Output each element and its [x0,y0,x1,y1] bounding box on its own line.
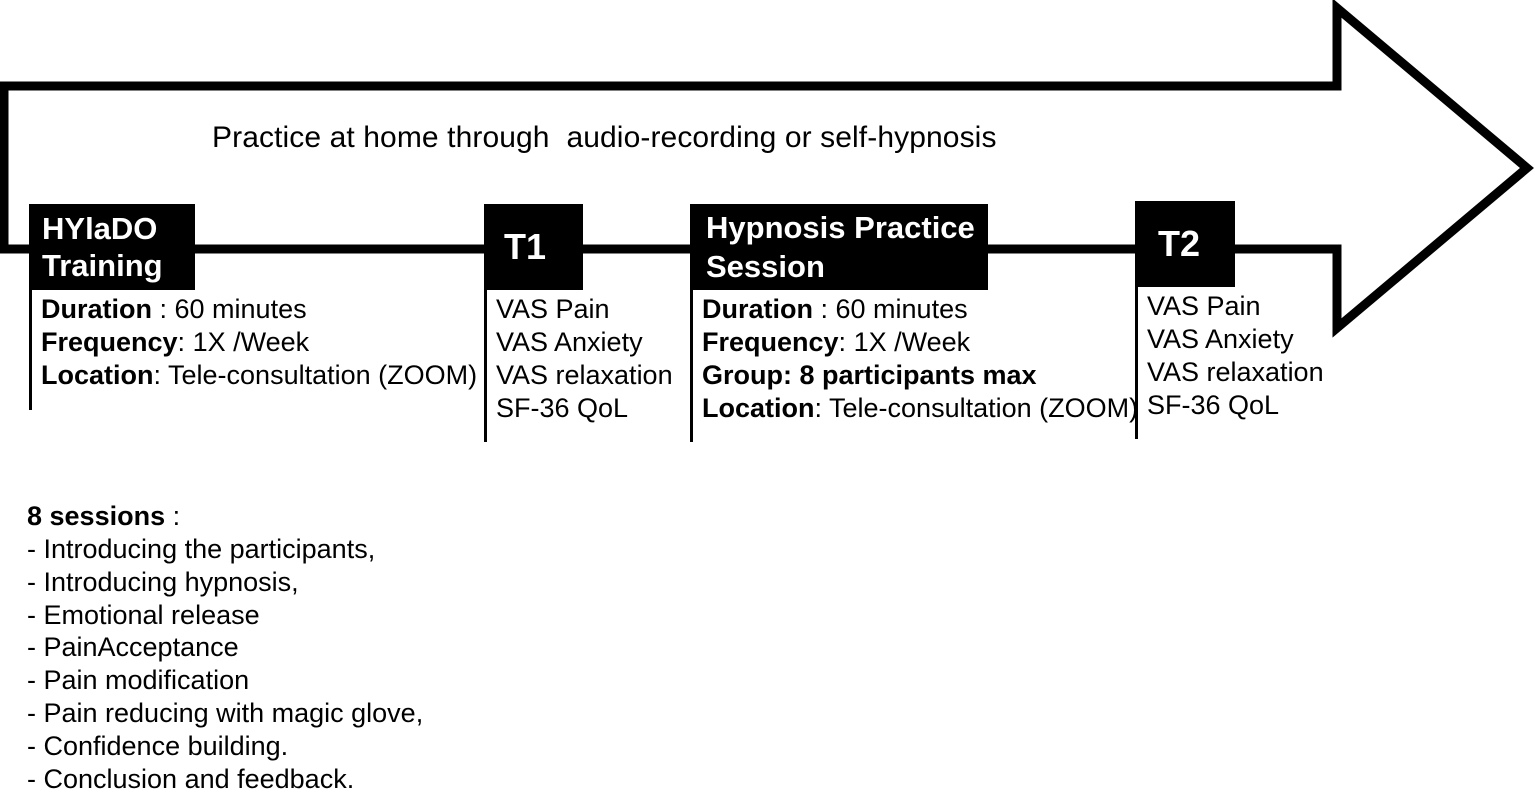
detail-sep: : [813,294,836,324]
detail-row: Frequency: 1X /Week [702,326,1130,359]
milestone-t2[interactable]: T2 VAS Pain VAS Anxiety VAS relaxation S… [1135,201,1345,439]
detail-label: Frequency [702,327,839,357]
milestone-header-hylado-training: HYlaDO Training [29,204,195,290]
milestone-body-hypnosis-practice-session: Duration : 60 minutes Frequency: 1X /Wee… [690,290,1138,442]
detail-row: VAS Pain [496,294,610,324]
detail-row: VAS Pain [1147,291,1261,321]
milestone-hypnosis-practice-session[interactable]: Hypnosis Practice Session Duration : 60 … [690,204,1138,442]
milestone-body-t1: VAS Pain VAS Anxiety VAS relaxation SF-3… [484,290,694,442]
milestone-body-t2: VAS Pain VAS Anxiety VAS relaxation SF-3… [1135,287,1345,439]
detail-row: SF-36 QoL [1147,390,1280,420]
detail-row: Duration : 60 minutes [41,293,459,326]
milestone-header-t2: T2 [1135,201,1235,287]
list-item: - Conclusion and feedback. [27,763,355,792]
milestone-header-label: T1 [504,226,547,267]
detail-value: Tele-consultation (ZOOM) [168,360,478,390]
list-item: - Emotional release [27,599,260,630]
timeline-rule-3 [982,245,1139,252]
detail-label: Duration [702,294,813,324]
milestone-header-label: HYlaDO Training [42,211,163,283]
list-item: - Pain modification [27,665,250,696]
detail-sep: : [838,327,854,357]
list-item: - Introducing hypnosis, [27,566,299,597]
sessions-count-label: 8 sessions [27,501,166,531]
timeline-rule-2 [578,245,696,252]
timeline-rule-4 [1230,245,1340,252]
sessions-title-suffix: : [165,501,181,531]
list-item: - Pain reducing with magic glove, [27,697,424,728]
milestone-header-t1: T1 [484,204,583,290]
detail-row: Location: Tele-consultation (ZOOM) [702,392,1138,425]
arrow-caption: Practice at home through audio-recording… [212,121,997,154]
milestone-header-hypnosis-practice-session: Hypnosis Practice Session [690,204,988,290]
detail-label: Location [41,360,154,390]
sessions-list: 8 sessions : - Introducing the participa… [27,500,627,792]
milestone-t1[interactable]: T1 VAS Pain VAS Anxiety VAS relaxation S… [484,204,694,442]
detail-row: Frequency: 1X /Week [41,326,459,359]
detail-value: Tele-consultation (ZOOM) [829,393,1139,423]
detail-value: 1X /Week [192,327,310,357]
milestone-header-label: T2 [1158,223,1201,264]
list-item: - PainAcceptance [27,632,239,663]
detail-label: Duration [41,294,152,324]
detail-sep: : [153,360,169,390]
detail-value: 1X /Week [853,327,971,357]
list-item: - Introducing the participants, [27,534,376,564]
detail-sep: : [152,294,175,324]
detail-label: Frequency [41,327,178,357]
milestone-header-label: Hypnosis Practice Session [706,210,975,284]
milestone-body-hylado-training: Duration : 60 minutes Frequency: 1X /Wee… [29,290,477,410]
detail-row: VAS Anxiety [1147,324,1294,354]
detail-row: Duration : 60 minutes [702,293,1130,326]
detail-sep: : [177,327,193,357]
detail-row: Group: 8 participants max [702,359,1130,392]
sessions-list-title: 8 sessions : [27,500,627,533]
detail-label: Group: 8 participants max [702,360,1037,390]
detail-value: 60 minutes [835,294,968,324]
detail-label: Location [702,393,815,423]
list-item: - Confidence building. [27,730,289,761]
detail-row: VAS Anxiety [496,327,643,357]
timeline-rule-1 [190,245,490,252]
milestone-hylado-training[interactable]: HYlaDO Training Duration : 60 minutes Fr… [29,204,477,410]
detail-sep: : [814,393,830,423]
detail-row: Location: Tele-consultation (ZOOM) [41,359,477,392]
detail-row: VAS relaxation [496,360,673,390]
detail-value: 60 minutes [174,294,307,324]
detail-row: VAS relaxation [1147,357,1324,387]
detail-row: SF-36 QoL [496,393,629,423]
